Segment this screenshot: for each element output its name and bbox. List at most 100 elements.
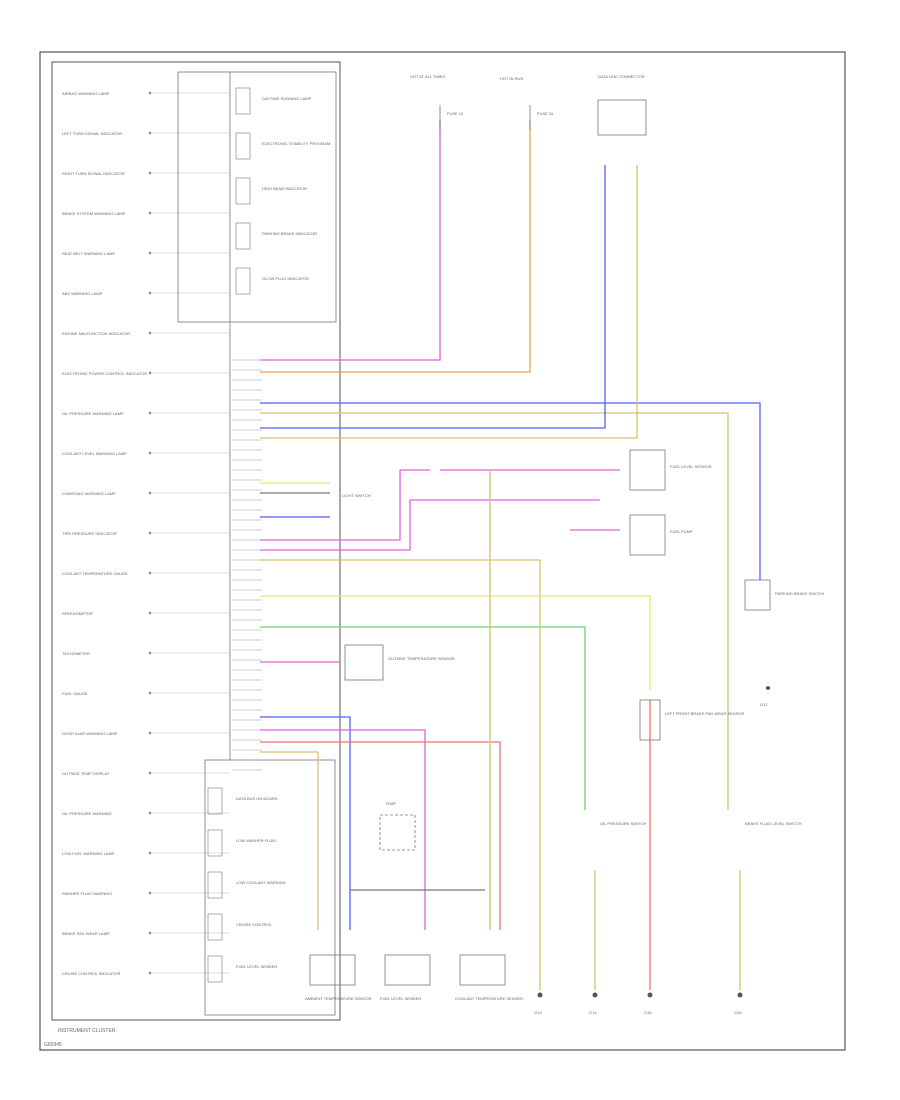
component-label: GLOW PLUG INDICATOR	[262, 276, 309, 281]
wire-tan-top	[260, 165, 638, 439]
ground-label: G13	[534, 1010, 542, 1015]
gauge-label: TEMP	[385, 801, 396, 806]
indicator-list: AIRBAG WARNING LAMP LEFT TURN SIGNAL INDI…	[62, 91, 230, 976]
mid-label-8: BRAKE FLUID LEVEL SWITCH	[745, 821, 802, 826]
wire-pink-low	[260, 729, 426, 930]
component-label: PARKING BRAKE INDICATOR	[262, 231, 317, 236]
wire-orange-top	[260, 120, 531, 373]
indicator-label: AIRBAG WARNING LAMP	[62, 91, 110, 96]
component-label: FUEL LEVEL SENDER	[236, 964, 277, 969]
cluster-lower-box	[204, 759, 336, 1016]
component-label: HIGH BEAM INDICATOR	[262, 186, 307, 191]
indicator-label: COOLANT TEMPERATURE GAUGE	[62, 571, 128, 576]
ground-symbol	[537, 992, 543, 998]
wire-yellow-long	[260, 595, 651, 690]
indicator-label: SEAT BELT WARNING LAMP	[62, 251, 115, 256]
component-label: DATA BUS ON BOARD	[236, 796, 278, 801]
component-label: DAYTIME RUNNING LAMP	[262, 96, 312, 101]
indicator-label: OIL PRESSURE WARNING LAMP	[62, 411, 124, 416]
ground-label: G17	[760, 702, 768, 707]
indicator-label: TIRE PRESSURE INDICATOR	[62, 531, 117, 536]
component-label: ELECTRONIC STABILITY PROGRAM	[262, 141, 330, 146]
mid-components	[344, 449, 771, 851]
wire-red-low	[260, 741, 501, 930]
ground-symbol	[647, 992, 653, 998]
ground-symbol	[766, 686, 770, 690]
fuse-label-2: FUSE 15	[537, 111, 554, 116]
component-symbol	[207, 913, 223, 941]
top-components	[439, 99, 647, 136]
wire-blue-right	[260, 402, 761, 580]
indicator-label: LOW FUEL WARNING LAMP	[62, 851, 115, 856]
indicator-label: ENGINE MALFUNCTION INDICATOR	[62, 331, 130, 336]
top-label-1: HOT AT ALL TIMES	[410, 74, 445, 79]
bottom-label-2: FUEL LEVEL SENDER	[380, 996, 421, 1001]
component-symbol	[235, 177, 251, 205]
mid-label-5: PARKING BRAKE SWITCH	[775, 591, 824, 596]
cluster-bottom-component-list: DATA BUS ON BOARD LOW WASHER FLUID LOW COO…	[207, 787, 286, 983]
ambient-temp-sensor-box	[309, 954, 356, 986]
brake-pad-sensor-box	[639, 699, 661, 741]
ground-symbol	[737, 992, 743, 998]
ground-label: G16	[734, 1010, 742, 1015]
wire-pink-mid	[260, 469, 430, 541]
component-symbol	[235, 267, 251, 295]
wires	[260, 120, 761, 990]
top-label-3: DATA LINK CONNECTOR	[598, 74, 645, 79]
bottom-label-3: COOLANT TEMPERATURE SENDER	[455, 996, 523, 1001]
fuel-pump-box	[629, 514, 666, 556]
fuel-level-sender-box	[384, 954, 431, 986]
indicator-label: WASHER FLUID WARNING	[62, 891, 112, 896]
wire-tan-mid	[260, 559, 541, 990]
fuel-sender-dash-box	[379, 814, 416, 851]
ground-label: G15	[644, 1010, 652, 1015]
indicator-label: RIGHT TURN SIGNAL INDICATOR	[62, 171, 125, 176]
coolant-temp-sender-box	[459, 954, 506, 986]
ground-symbol	[592, 992, 598, 998]
cluster-title: INSTRUMENT CLUSTER	[58, 1028, 116, 1034]
indicator-label: DOOR AJAR WARNING LAMP	[62, 731, 118, 736]
component-label: CRUISE CONTROL	[236, 922, 273, 927]
indicator-label: ABS WARNING LAMP	[62, 291, 103, 296]
component-symbol	[207, 871, 223, 899]
component-symbol	[207, 955, 223, 983]
mid-label-2: FUEL LEVEL SENSOR	[670, 464, 712, 469]
outside-temp-sensor-box	[344, 644, 384, 681]
wire-pink-mid2	[260, 499, 600, 551]
wire-pink-top	[260, 120, 441, 361]
component-symbol	[207, 829, 223, 857]
indicator-label: OUTSIDE TEMP DISPLAY	[62, 771, 110, 776]
mid-label-3: FUEL PUMP	[670, 529, 693, 534]
wire-green	[260, 626, 586, 810]
indicator-label: BRAKE PAD WEAR LAMP	[62, 931, 110, 936]
component-symbol	[235, 87, 251, 115]
wire-blue-low	[260, 716, 351, 930]
indicator-label: CRUISE CONTROL INDICATOR	[62, 971, 120, 976]
fuel-level-sensor-box	[629, 449, 666, 491]
component-symbol	[235, 222, 251, 250]
mid-label-1: LIGHT SWITCH	[342, 493, 371, 498]
ground-label: G14	[589, 1010, 597, 1015]
component-symbol	[207, 787, 223, 815]
component-label: LOW WASHER FLUID	[236, 838, 276, 843]
indicator-label: COOLANT LEVEL WARNING LAMP	[62, 451, 127, 456]
indicator-label: TACHOMETER	[62, 651, 90, 656]
wire-tan-low	[260, 751, 319, 930]
wire-tan-right	[260, 412, 729, 810]
top-label-2: HOT IN RUN	[500, 76, 523, 81]
indicator-label: ELECTRONIC POWER CONTROL INDICATOR	[62, 371, 147, 376]
indicator-label: SPEEDOMETER	[62, 611, 93, 616]
indicator-label: LEFT TURN SIGNAL INDICATOR	[62, 131, 122, 136]
indicator-label: CHARGING WARNING LAMP	[62, 491, 116, 496]
cluster-inner-box	[177, 71, 337, 323]
ground-points: G13 G14 G15 G16 G17	[534, 686, 770, 1015]
diagram-frame	[39, 51, 846, 1051]
parking-brake-switch-box	[744, 579, 771, 611]
component-label: LOW COOLANT WARNING	[236, 880, 286, 885]
fuse-label-1: FUSE 10	[447, 111, 464, 116]
cluster-top-component-list: DAYTIME RUNNING LAMP ELECTRONIC STABILITY…	[235, 87, 330, 295]
footer-code: G60945	[44, 1042, 62, 1048]
mid-label-7: OIL PRESSURE SWITCH	[600, 821, 646, 826]
indicator-label: FUEL GAUGE	[62, 691, 88, 696]
